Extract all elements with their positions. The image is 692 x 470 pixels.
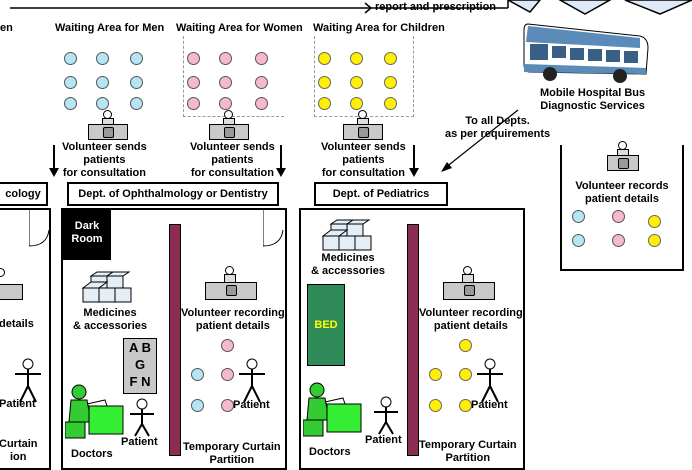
patient-dot xyxy=(384,52,397,65)
patient-dot xyxy=(130,52,143,65)
patient-dot xyxy=(187,52,200,65)
patient-dot xyxy=(318,76,331,89)
desk-icon xyxy=(343,124,383,140)
medicines-label: Medicines& accessories xyxy=(311,252,385,277)
patient-dot xyxy=(64,76,77,89)
patient-dot xyxy=(350,52,363,65)
patient-dot xyxy=(255,76,268,89)
curtain-partition xyxy=(169,224,181,456)
medicines-boxes-icon xyxy=(321,219,372,251)
patient-dot xyxy=(318,97,331,110)
patient-dot xyxy=(255,52,268,65)
patient-icon xyxy=(15,358,41,403)
patient-dot xyxy=(187,97,200,110)
bed: BED xyxy=(307,284,345,366)
dept-header-ophthalmology: Dept. of Ophthalmology or Dentistry xyxy=(67,182,279,206)
patient-dot xyxy=(130,76,143,89)
waiting-area-men xyxy=(52,36,162,116)
patient-dot xyxy=(64,97,77,110)
patient-dot xyxy=(219,76,232,89)
to-all-depts-label: To all Depts.as per requirements xyxy=(445,115,551,140)
waiting-area-women xyxy=(183,36,283,116)
patient-dot xyxy=(96,52,109,65)
patient-dot xyxy=(318,52,331,65)
patient-dot xyxy=(64,52,77,65)
patient-dot xyxy=(130,97,143,110)
patient-dot xyxy=(219,97,232,110)
desk-icon xyxy=(607,155,639,171)
room-pediatrics: Medicines& accessories BED Volunteer rec… xyxy=(299,208,525,470)
patient-dot xyxy=(96,97,109,110)
dept-header-left: cology xyxy=(0,182,48,206)
patient-dot xyxy=(187,76,200,89)
patient-dot xyxy=(350,97,363,110)
patient-icon xyxy=(477,358,503,403)
desk-icon xyxy=(209,124,249,140)
report-prescription-label: report and prescription xyxy=(375,1,497,13)
patient-icon xyxy=(374,396,398,435)
doctor-icon xyxy=(65,384,124,439)
mobile-bus-icon xyxy=(523,23,649,83)
medicines-label: Medicines& accessories xyxy=(73,307,147,332)
patient-dot xyxy=(384,76,397,89)
desk-icon xyxy=(443,282,495,300)
patient-icon xyxy=(130,398,154,437)
desk-icon xyxy=(205,282,257,300)
medicines-boxes-icon xyxy=(81,271,132,303)
waiting-area-children-label: Waiting Area for Children xyxy=(313,22,445,34)
patient-dot xyxy=(350,76,363,89)
doctors-label: Doctors xyxy=(309,446,351,458)
waiting-area-children xyxy=(314,36,412,116)
desk-icon xyxy=(88,124,128,140)
patient-dot xyxy=(219,52,232,65)
patient-dot xyxy=(255,97,268,110)
waiting-area-women-label: Waiting Area for Women xyxy=(176,22,303,34)
partial-label-men: en xyxy=(0,22,13,34)
doctors-label: Doctors xyxy=(71,448,113,460)
dept-header-pediatrics: Dept. of Pediatrics xyxy=(314,182,448,206)
patient-icon xyxy=(239,358,265,403)
patient-dot xyxy=(384,97,397,110)
doctor-icon xyxy=(303,382,362,437)
patient-dot xyxy=(96,76,109,89)
curtain-partition xyxy=(407,224,419,456)
waiting-area-men-label: Waiting Area for Men xyxy=(55,22,165,34)
